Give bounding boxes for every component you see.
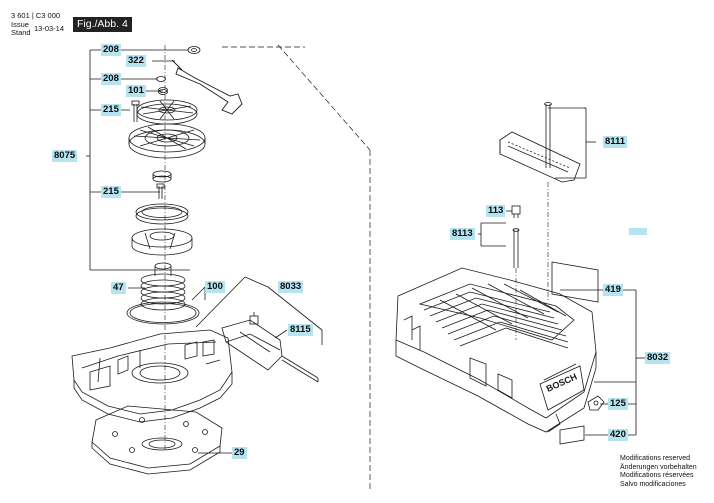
section-divider bbox=[222, 44, 371, 490]
stand-label: Stand bbox=[11, 28, 31, 37]
modification-notice: Modifications reserved Änderungen vorbeh… bbox=[620, 455, 712, 489]
clip-part bbox=[587, 395, 605, 411]
washer-top bbox=[187, 46, 201, 54]
callout-8075: 8075 bbox=[52, 150, 78, 162]
callout-29: 29 bbox=[232, 447, 247, 459]
gasket-ring bbox=[126, 301, 200, 325]
callout-101: 101 bbox=[126, 85, 146, 97]
part-number: 3 601 | C3 000 bbox=[11, 11, 61, 20]
bearing-ring bbox=[135, 203, 189, 225]
callout-420: 420 bbox=[608, 429, 628, 441]
callout-100: 100 bbox=[205, 281, 225, 293]
notice-fr: Modifications réservées bbox=[620, 472, 694, 479]
callout-419: 419 bbox=[603, 284, 623, 296]
rating-label bbox=[559, 425, 585, 445]
clamp-screw bbox=[544, 102, 552, 168]
callout-8115: 8115 bbox=[288, 324, 313, 336]
issue-date: 13-03-14 bbox=[34, 24, 65, 33]
lever-arm bbox=[171, 59, 243, 115]
callout-215-lower: 215 bbox=[101, 186, 121, 198]
main-housing bbox=[395, 267, 597, 433]
highlight-marker bbox=[629, 228, 647, 235]
callout-8111: 8111 bbox=[603, 136, 628, 148]
counterweight bbox=[131, 228, 193, 256]
notice-en: Modifications reserved bbox=[620, 455, 691, 462]
sanding-plate bbox=[91, 405, 223, 475]
callout-125: 125 bbox=[608, 398, 628, 410]
washer bbox=[156, 76, 166, 82]
callout-8033: 8033 bbox=[278, 281, 304, 293]
center-bolt bbox=[152, 170, 172, 199]
pin-and-rod bbox=[511, 205, 521, 268]
notice-de: Änderungen vorbehalten bbox=[620, 463, 697, 471]
callout-208: 208 bbox=[101, 73, 121, 85]
callout-47: 47 bbox=[111, 282, 126, 294]
drawing-header: 3 601 | C3 000 Issue Stand 13-03-14 Fig.… bbox=[0, 0, 140, 40]
issue-label: Issue bbox=[11, 20, 29, 29]
brand-logo: BOSCH bbox=[545, 371, 579, 393]
figure-label: Fig./Abb. 4 bbox=[73, 17, 132, 32]
leader-lines-middle bbox=[191, 276, 323, 345]
fan-wheel bbox=[128, 99, 206, 159]
callout-8113: 8113 bbox=[450, 228, 475, 240]
callout-8032: 8032 bbox=[645, 352, 671, 364]
callout-208-top: 208 bbox=[101, 44, 121, 56]
label-sticker bbox=[551, 261, 599, 303]
notice-es: Salvo modificaciones bbox=[620, 480, 686, 488]
switch-slider bbox=[221, 312, 319, 383]
callout-215-upper: 215 bbox=[101, 104, 121, 116]
callout-113: 113 bbox=[486, 205, 506, 217]
base-housing bbox=[71, 329, 233, 423]
clamp-bar bbox=[499, 131, 581, 183]
brand-panel bbox=[543, 363, 577, 381]
callout-322: 322 bbox=[126, 55, 146, 67]
